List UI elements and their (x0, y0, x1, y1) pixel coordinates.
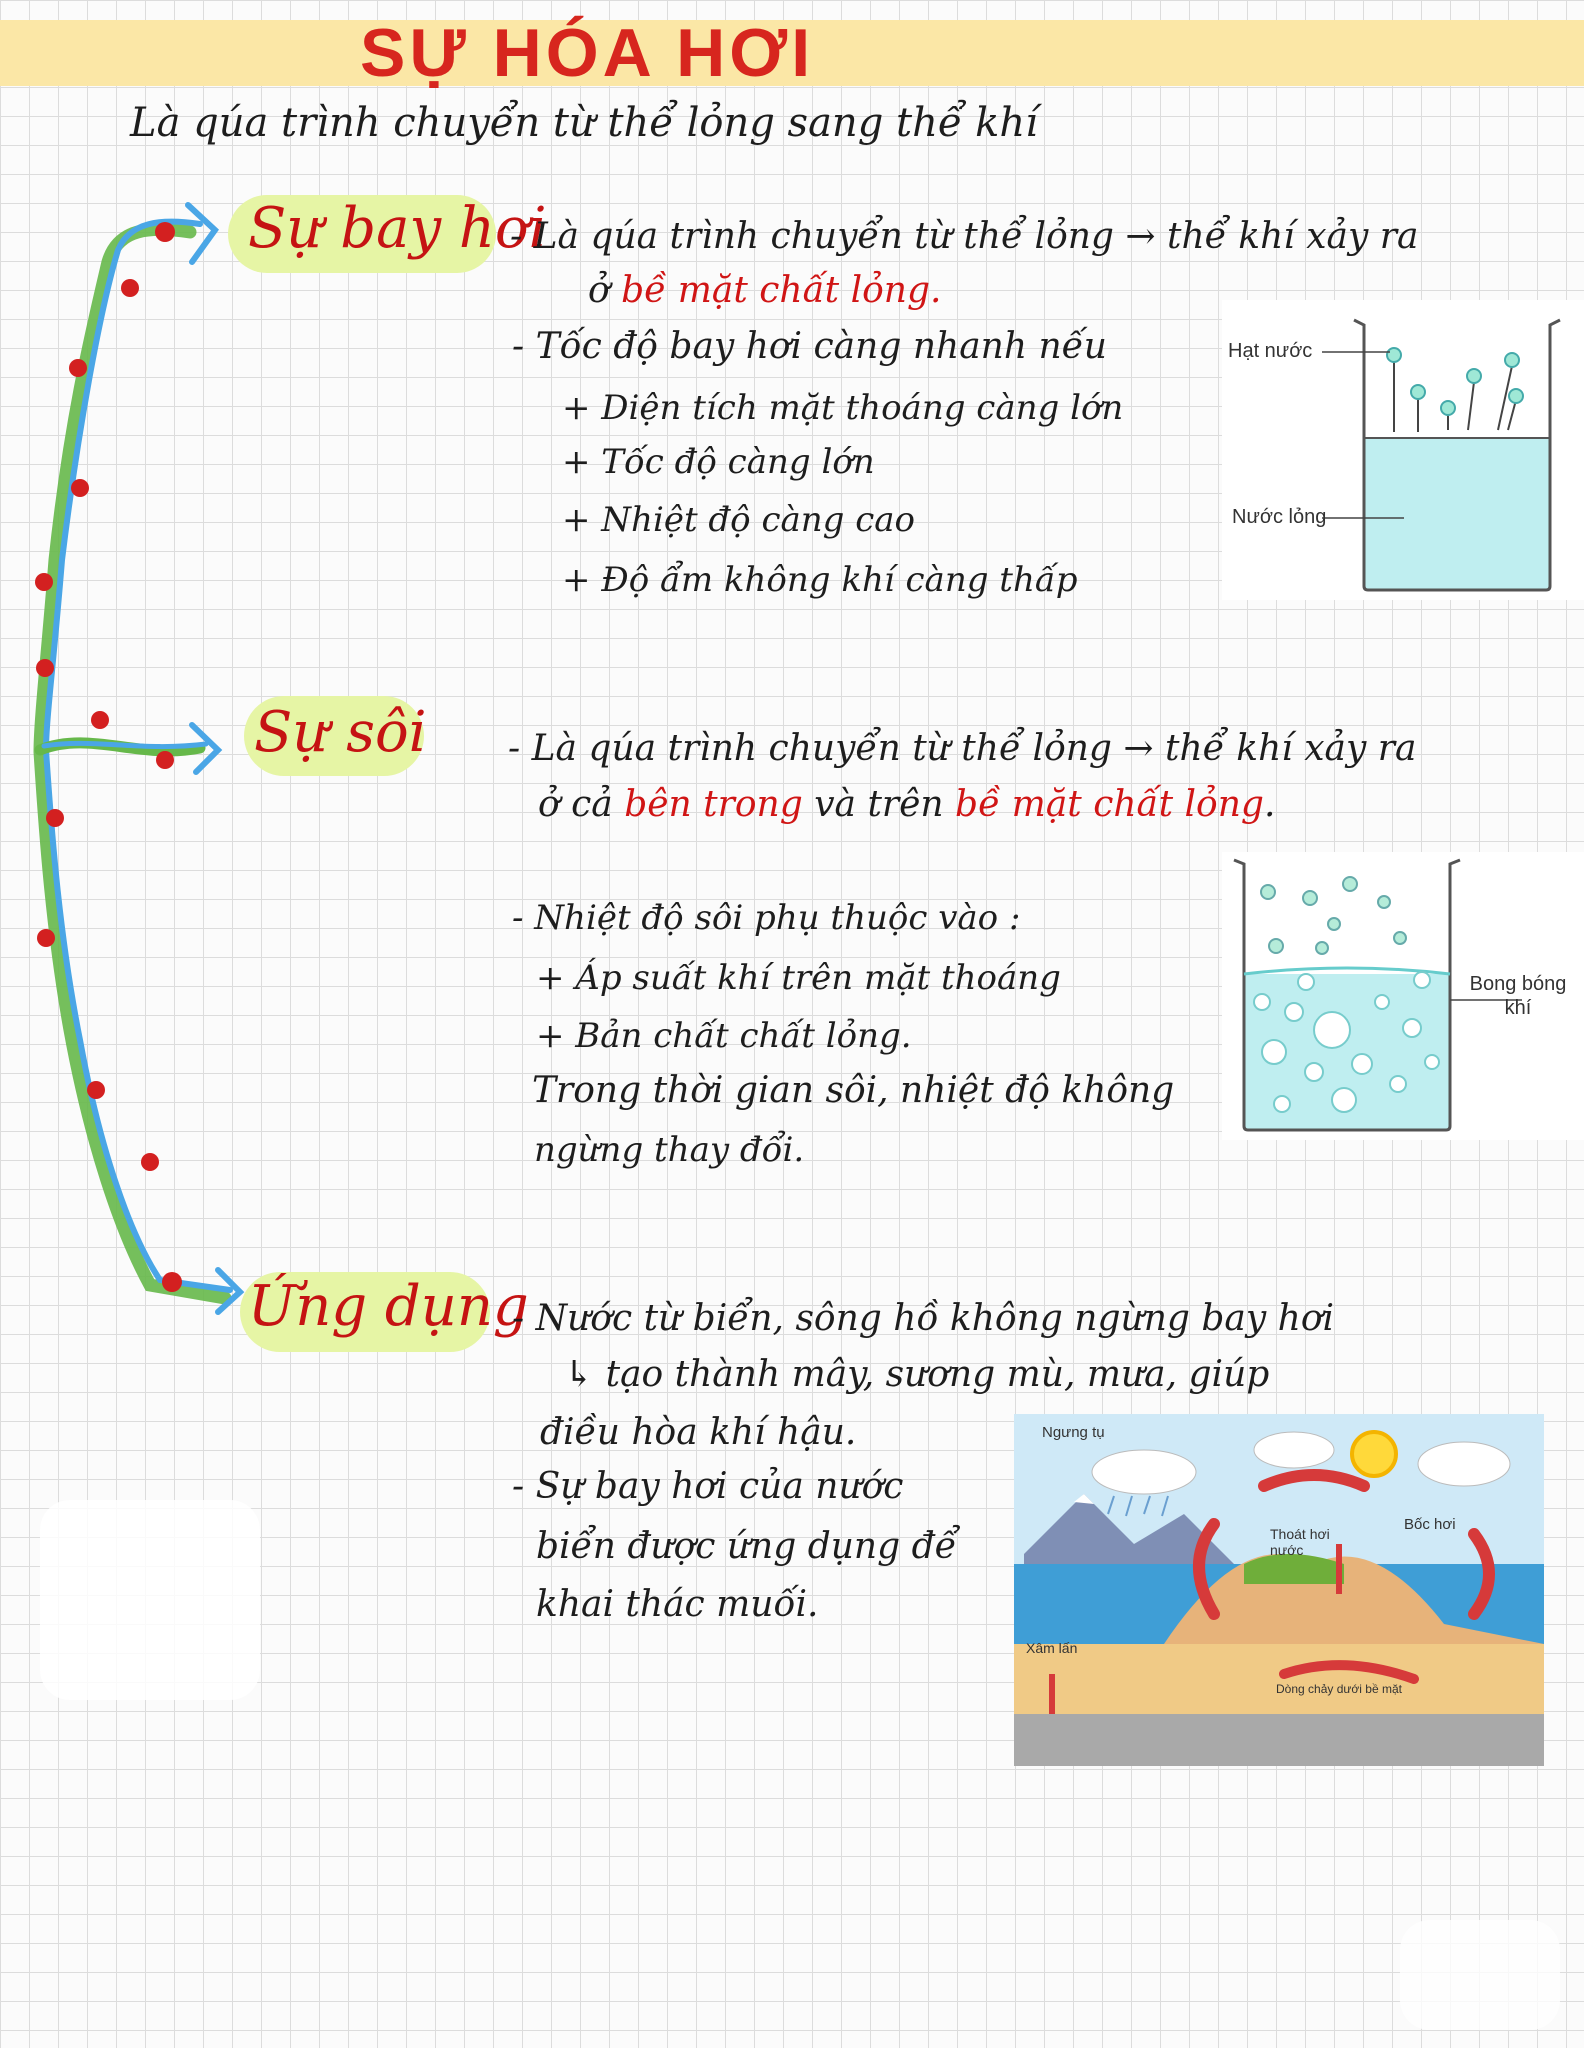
branch-label-application: Ứng dụng (248, 1274, 529, 1339)
evaporation-factor: + Độ ẩm không khí càng thấp (562, 560, 1078, 600)
label-highlight (240, 1272, 490, 1352)
title-band (0, 20, 1584, 86)
application-line: - Sự bay hơi của nước (512, 1466, 904, 1507)
boiling-location: ở cả bên trong và trên bề mặt chất lỏng. (538, 784, 1276, 825)
water-cycle-illustration: Ngưng tụ Thoát hơi nước Bốc hơi Xâm lấn … (1014, 1414, 1544, 1766)
branch-label-boiling: Sự sôi (254, 700, 427, 765)
boiling-note: ngừng thay đổi. (534, 1130, 805, 1170)
faded-patch (1400, 1920, 1560, 2030)
bubble-label: Bong bóng khí (1469, 973, 1567, 1019)
application-line: - Nước từ biển, sông hồ không ngừng bay … (512, 1298, 1335, 1339)
application-line: khai thác muối. (536, 1584, 819, 1625)
faded-patch (40, 1500, 260, 1700)
evaporation-factor: + Diện tích mặt thoáng càng lớn (562, 388, 1124, 428)
boiling-diagram: Bong bóng khí (1222, 852, 1584, 1140)
cycle-label-evaporate: Bốc hơi (1404, 1516, 1456, 1533)
boiling-factor: + Bản chất chất lỏng. (536, 1016, 912, 1056)
beaker-drawing (1322, 318, 1561, 592)
boiling-beaker-drawing (1233, 858, 1522, 1132)
mindmap-brace (33, 202, 245, 1315)
evaporation-location: ở bề mặt chất lỏng. (588, 270, 942, 311)
application-line: ↳ tạo thành mây, sương mù, mưa, giúp (564, 1354, 1270, 1395)
subtitle: Là qúa trình chuyển từ thể lỏng sang thể… (130, 100, 1038, 146)
branch-label-evaporation: Sự bay hơi (248, 196, 547, 261)
application-line: điều hòa khí hậu. (540, 1412, 857, 1453)
evaporation-diagram: Hạt nước Nước lỏng (1222, 300, 1584, 600)
boiling-temp-heading: - Nhiệt độ sôi phụ thuộc vào : (512, 898, 1021, 938)
evaporation-factor: + Tốc độ càng lớn (562, 442, 875, 482)
boiling-definition: - Là qúa trình chuyển từ thể lỏng → thể … (508, 728, 1417, 769)
page-title: SỰ HÓA HƠI (360, 15, 815, 91)
drops-label: Hạt nước (1228, 340, 1313, 362)
label-highlight (228, 195, 496, 273)
cycle-label-condense: Ngưng tụ (1042, 1424, 1105, 1441)
application-line: biển được ứng dụng để (536, 1526, 957, 1567)
liquid-label: Nước lỏng (1232, 506, 1327, 528)
evaporation-factor: + Nhiệt độ càng cao (562, 500, 916, 540)
cycle-label-infiltrate: Xâm lấn (1026, 1640, 1078, 1656)
water-cycle-drawing (1014, 1414, 1544, 1766)
cycle-label-transpire: Thoát hơi nước (1270, 1526, 1330, 1558)
evaporation-definition: - Là qúa trình chuyển từ thể lỏng → thể … (510, 216, 1419, 257)
cycle-label-runoff: Dòng chảy dưới bề mặt (1276, 1682, 1402, 1696)
boiling-note: Trong thời gian sôi, nhiệt độ không (532, 1070, 1175, 1111)
label-highlight (244, 696, 424, 776)
boiling-factor: + Áp suất khí trên mặt thoáng (536, 958, 1061, 998)
evaporation-speed-heading: - Tốc độ bay hơi càng nhanh nếu (512, 326, 1107, 367)
